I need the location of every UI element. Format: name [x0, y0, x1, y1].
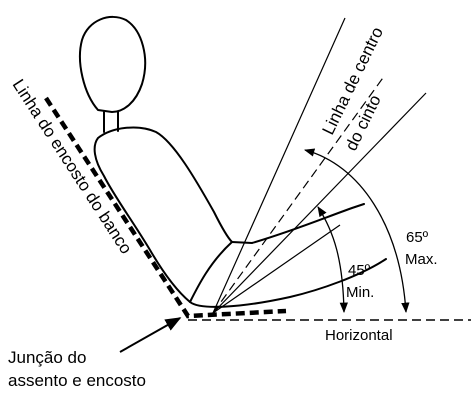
junction-arrow: [119, 317, 182, 353]
min-angle-arc: [317, 206, 348, 314]
junction-label-2: assento e encosto: [8, 371, 146, 390]
seat-back-line: [44, 96, 287, 319]
belt-center-line: [212, 74, 386, 314]
max-angle-value: 65º: [406, 229, 429, 246]
headrest-shape: [78, 15, 147, 113]
backrest-shape: [93, 126, 233, 303]
min-angle-label: Min.: [346, 284, 374, 301]
belt-line-max: [212, 17, 346, 314]
junction-label-1: Junção do: [8, 348, 86, 367]
min-angle-value: 45º: [348, 262, 371, 279]
belt-angle-lines: [212, 17, 427, 314]
max-angle-arc: [303, 148, 410, 314]
max-angle-label: Max.: [405, 251, 438, 268]
headrest-stem: [103, 111, 119, 133]
seat-back-line-label: Linha do encosto do banco: [9, 76, 136, 258]
horizontal-label: Horizontal: [325, 327, 393, 344]
